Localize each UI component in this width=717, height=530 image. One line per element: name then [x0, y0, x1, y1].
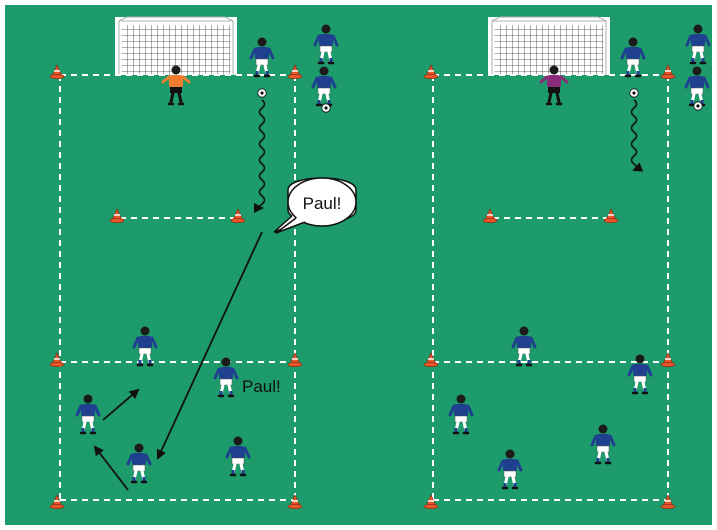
ball: [630, 89, 638, 97]
ball: [258, 89, 266, 97]
speech-bubble-text: Paul!: [303, 194, 342, 213]
ball: [694, 102, 702, 110]
ball: [322, 104, 330, 112]
call-label: Paul!: [242, 377, 281, 396]
right-goal: [488, 17, 610, 75]
